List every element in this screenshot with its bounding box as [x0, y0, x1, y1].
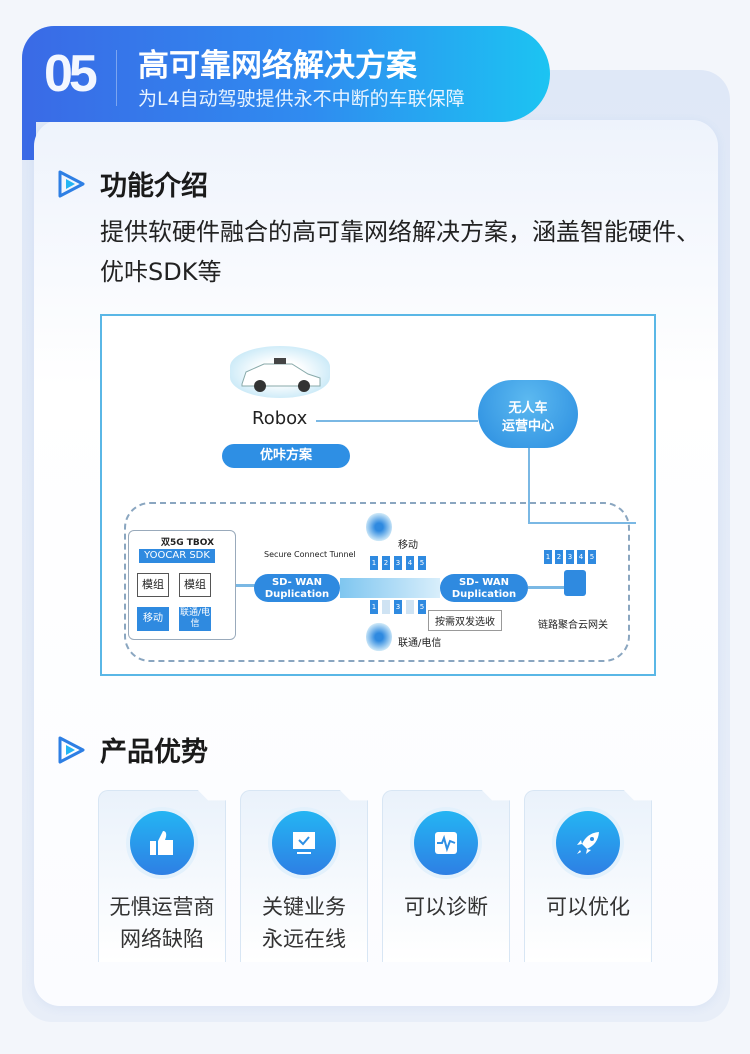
tower-label: 联通/电信: [398, 638, 442, 649]
page-subtitle: 为L4自动驾驶提供永不中断的车联保障: [138, 88, 465, 110]
tunnel-label: Secure Connect Tunnel: [264, 550, 356, 559]
advantage-text: 可以诊断: [404, 895, 488, 919]
tower-label: 移动: [398, 540, 418, 551]
section-title: 功能介绍: [100, 171, 208, 202]
network-boundary: [124, 502, 630, 662]
divider: [116, 50, 117, 106]
play-triangle-icon: [58, 170, 85, 197]
gateway-icon: [564, 570, 586, 596]
connector: [528, 586, 564, 589]
connector: [236, 584, 266, 587]
cell-tower-icon: [366, 622, 392, 652]
section-heading-advantages: 产品优势: [56, 730, 208, 769]
packet: 2: [382, 556, 390, 570]
sdwan-text: SD- WAN: [271, 577, 322, 588]
section-heading-features: 功能介绍: [56, 164, 208, 203]
rocket-icon: [577, 832, 599, 854]
connector: [528, 446, 530, 524]
advantage-text: 无惧运营商: [109, 895, 215, 919]
solution-pill: 优咔方案: [222, 444, 350, 468]
advantage-cards: 无惧运营商网络缺陷 关键业务永远在线 可以诊断 可以优化: [98, 790, 652, 962]
cloud-label: 运营中心: [501, 419, 554, 434]
pulse-icon: [435, 832, 457, 854]
robox-label: Robox: [252, 408, 308, 429]
module-box: 模组: [137, 573, 169, 597]
section-title: 产品优势: [100, 737, 208, 768]
network-diagram: Robox 优咔方案 无人车运营中心 双5G TBOX YOOCAR SDK 模…: [100, 314, 656, 676]
advantage-text: 可以优化: [546, 895, 630, 919]
connector: [528, 522, 636, 524]
packet: 4: [406, 556, 414, 570]
advantage-card: 关键业务永远在线: [240, 790, 368, 962]
monitor-check-icon: [293, 832, 315, 854]
sdk-label: YOOCAR SDK: [139, 549, 215, 563]
packet: 1: [370, 600, 378, 614]
packet: 5: [418, 600, 426, 614]
module-box: 模组: [179, 573, 211, 597]
packet-lost: [406, 600, 414, 614]
packet: 5: [588, 550, 596, 564]
advantage-text: 永远在线: [262, 927, 346, 951]
dual-send-callout: 按需双发选收: [428, 610, 502, 631]
packet: 1: [370, 556, 378, 570]
advantage-text: 网络缺陷: [120, 927, 204, 951]
cell-tower-icon: [366, 512, 392, 542]
advantage-card: 可以诊断: [382, 790, 510, 962]
advantage-text: 关键业务: [262, 895, 346, 919]
advantage-card: 可以优化: [524, 790, 652, 962]
advantage-card: 无惧运营商网络缺陷: [98, 790, 226, 962]
packet: 5: [418, 556, 426, 570]
packet-lost: [382, 600, 390, 614]
packet: 3: [566, 550, 574, 564]
packet: 3: [394, 600, 402, 614]
thumbs-up-icon: [150, 831, 173, 855]
packet-row: 1 3 5: [370, 600, 426, 614]
sim-card: 移动: [137, 607, 169, 631]
sdwan-text: SD- WAN: [458, 577, 509, 588]
section-number: 05: [44, 45, 98, 103]
operations-center-cloud: 无人车运营中心: [478, 380, 578, 448]
sdwan-text: Duplication: [451, 589, 517, 600]
tbox: 双5G TBOX YOOCAR SDK 模组 模组 移动 联通/电信: [128, 530, 236, 640]
car-image: [230, 346, 330, 398]
packet: 1: [544, 550, 552, 564]
connector: [316, 420, 478, 422]
tunnel-beam: [340, 578, 440, 598]
cloud-label: 无人车: [508, 401, 548, 416]
packet: 2: [555, 550, 563, 564]
header-banner: [22, 26, 550, 122]
page-title: 高可靠网络解决方案: [138, 48, 417, 84]
tbox-title: 双5G TBOX: [161, 538, 215, 548]
gateway-label: 链路聚合云网关: [538, 620, 608, 631]
sim-card: 联通/电信: [179, 607, 211, 631]
packet: 3: [394, 556, 402, 570]
play-triangle-icon: [58, 736, 85, 763]
feature-description: 提供软硬件融合的高可靠网络解决方案，涵盖智能硬件、优咔SDK等: [100, 218, 700, 286]
packet: 4: [577, 550, 585, 564]
sdwan-text: Duplication: [264, 589, 330, 600]
